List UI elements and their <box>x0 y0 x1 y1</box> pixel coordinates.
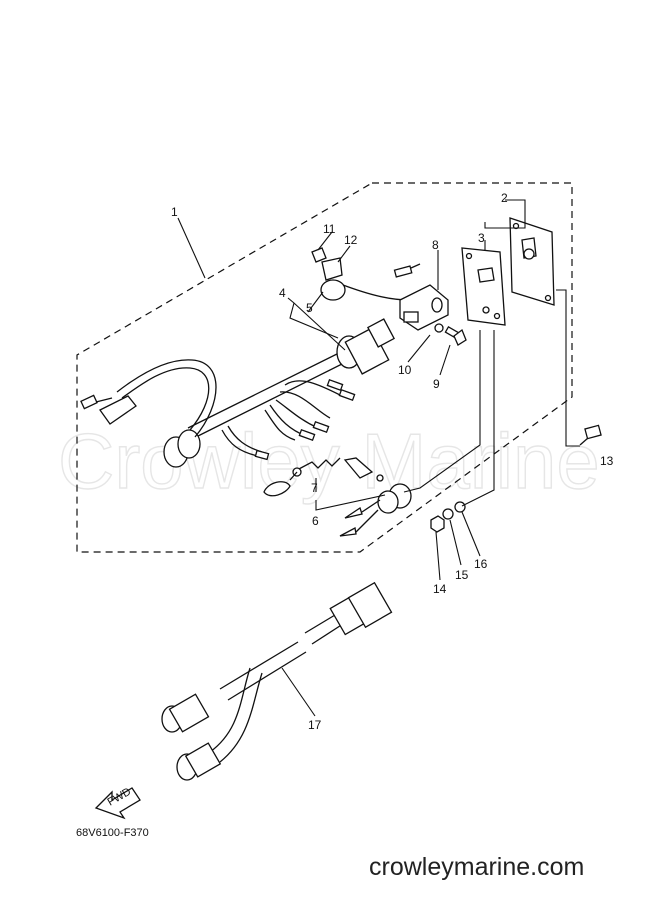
assembly-boundary <box>76 182 573 553</box>
callout-14: 14 <box>433 582 447 596</box>
extension-harness-part <box>161 581 393 781</box>
diagram-code: 68V6100-F370 <box>76 827 149 839</box>
cover-plate-parts <box>461 217 555 326</box>
harness-assembly-part <box>80 318 395 468</box>
callout-3: 3 <box>478 231 485 245</box>
callout-13: 13 <box>600 454 614 468</box>
callout-5: 5 <box>306 301 313 315</box>
lanyard-switch-parts <box>263 457 412 537</box>
callout-15: 15 <box>455 568 469 582</box>
callout-17: 17 <box>308 718 322 732</box>
callout-2: 2 <box>501 191 508 205</box>
bracket-part <box>399 284 449 331</box>
fastener-parts <box>430 424 602 533</box>
site-url: crowleymarine.com <box>369 853 585 881</box>
callout-labels: 1 2 3 4 5 6 7 8 9 10 11 12 13 14 15 16 1… <box>171 191 614 732</box>
callout-6: 6 <box>312 514 319 528</box>
callout-8: 8 <box>432 238 439 252</box>
callout-16: 16 <box>474 557 488 571</box>
fwd-arrow-icon: FWD <box>94 786 141 820</box>
callout-10: 10 <box>398 363 412 377</box>
screw-and-washer-parts <box>434 323 467 346</box>
callout-7: 7 <box>311 481 318 495</box>
callout-11: 11 <box>323 222 336 236</box>
leader-lines <box>177 199 580 717</box>
callout-1: 1 <box>171 205 178 219</box>
watermark-text: Crowley Marine <box>58 417 600 505</box>
callout-4: 4 <box>279 286 286 300</box>
clamp-part <box>311 247 421 301</box>
callout-9: 9 <box>433 377 440 391</box>
callout-12: 12 <box>344 233 358 247</box>
